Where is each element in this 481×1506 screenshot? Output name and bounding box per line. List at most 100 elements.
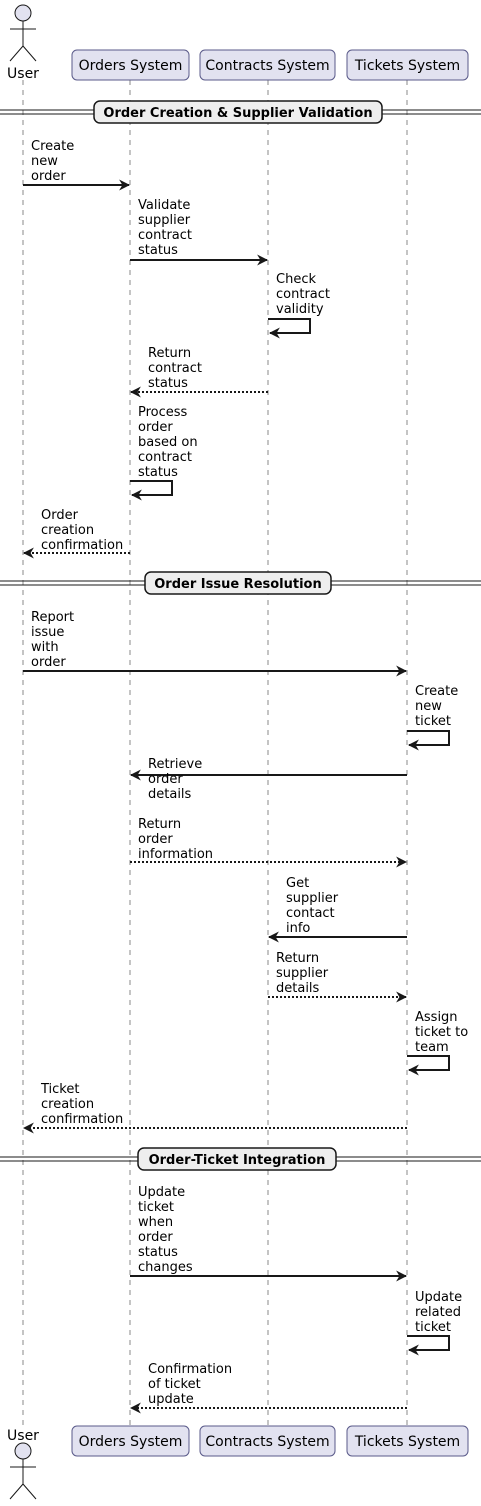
participant-user-top: User — [7, 4, 39, 82]
participant-box — [71, 1425, 190, 1457]
message-label-line: contact — [286, 906, 335, 921]
section-divider: Order Issue Resolution — [0, 571, 481, 595]
participant-tickets-top: Tickets System — [346, 49, 469, 81]
message-label-line: order — [31, 655, 66, 670]
section-divider: Order Creation & Supplier Validation — [0, 100, 481, 124]
participant-box — [346, 1425, 469, 1457]
message-label-line: new — [31, 154, 58, 169]
message-label-line: when — [138, 1215, 173, 1230]
message-label-line: status — [138, 465, 178, 480]
message-label-line: information — [138, 847, 213, 862]
section-title: Order Creation & Supplier Validation — [103, 106, 372, 121]
actor-body-icon — [9, 1459, 37, 1500]
message-label-line: of ticket — [148, 1377, 201, 1392]
message-label-line: supplier — [138, 213, 191, 228]
actor-body-icon — [9, 21, 37, 62]
message-label-line: Return — [148, 346, 191, 361]
message-label-line: ticket — [415, 714, 451, 729]
message-label-line: Ticket — [40, 1082, 79, 1097]
message-label-line: order — [138, 420, 173, 435]
actor-head-icon — [14, 1442, 32, 1460]
message-label-line: Assign — [415, 1010, 458, 1025]
message-label-line: Order — [41, 508, 79, 523]
message-label-line: supplier — [286, 891, 339, 906]
message-label-line: status — [138, 243, 178, 258]
message-label-line: order — [148, 772, 183, 787]
message-label-line: contract — [276, 287, 330, 302]
participant-orders-top: Orders System — [71, 49, 190, 81]
message-label-line: Confirmation — [148, 1362, 232, 1377]
participant-orders-bottom: Orders System — [71, 1425, 190, 1457]
message-label-line: Report — [31, 610, 74, 625]
message-label-line: ticket to — [415, 1025, 468, 1040]
participant-label: Contracts System — [205, 58, 329, 74]
message-label-line: details — [148, 787, 192, 802]
participant-contracts-top: Contracts System — [199, 49, 336, 81]
message-label-line: confirmation — [41, 538, 123, 553]
message-label-line: Return — [138, 817, 181, 832]
message-label-line: Return — [276, 951, 319, 966]
message-label-line: validity — [276, 302, 324, 317]
self-message-arrow — [268, 318, 311, 339]
section-title: Order-Ticket Integration — [149, 1153, 326, 1168]
message-label-line: new — [415, 699, 442, 714]
self-message-arrow — [130, 480, 173, 501]
self-message-arrow — [407, 730, 450, 751]
message-label-line: Retrieve — [148, 757, 202, 772]
message-label-line: supplier — [276, 966, 329, 981]
section-title: Order Issue Resolution — [154, 577, 322, 592]
message-label-line: contract — [138, 228, 192, 243]
participant-box — [346, 49, 469, 81]
actor-head-icon — [14, 4, 32, 22]
message-label-line: info — [286, 921, 310, 936]
message-label-line: ticket — [138, 1200, 174, 1215]
message-label-line: Create — [31, 139, 74, 154]
message-label-line: order — [31, 169, 66, 184]
message-label-line: creation — [41, 523, 94, 538]
message-label-line: Update — [415, 1290, 462, 1305]
message-label-line: order — [138, 1230, 173, 1245]
participant-label: Orders System — [79, 58, 183, 74]
self-message-arrow — [407, 1055, 450, 1076]
message-label-line: based on — [138, 435, 198, 450]
message-label-line: creation — [41, 1097, 94, 1112]
message-label-line: Check — [276, 272, 316, 287]
message-label-line: update — [148, 1392, 194, 1407]
participant-label: Tickets System — [354, 58, 460, 74]
participant-contracts-bottom: Contracts System — [199, 1425, 336, 1457]
message-label-line: confirmation — [41, 1112, 123, 1127]
participant-box — [199, 1425, 336, 1457]
message-label-line: Create — [415, 684, 458, 699]
message-label-line: order — [138, 832, 173, 847]
section-divider: Order-Ticket Integration — [0, 1147, 481, 1171]
section-label-box — [93, 100, 383, 124]
participant-label: Tickets System — [354, 1434, 460, 1450]
